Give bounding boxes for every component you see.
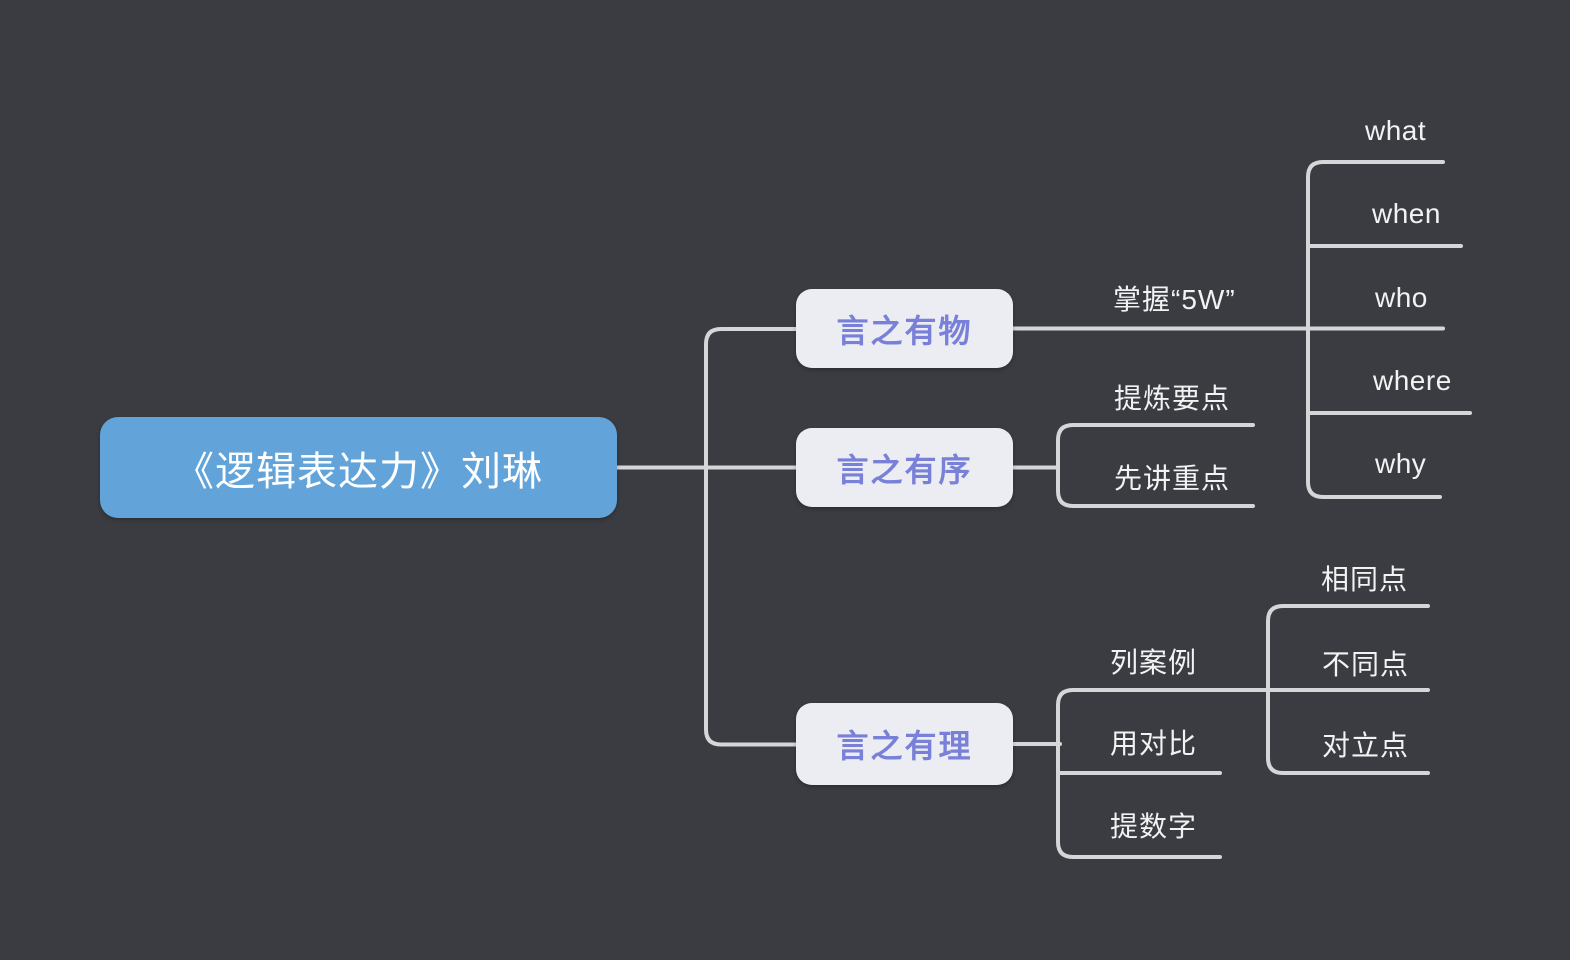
connector-5w-trunk: [1306, 160, 1445, 499]
subtopic-xianjiang-zhongdian[interactable]: 先讲重点: [1114, 463, 1231, 494]
subtopic-lie-anli[interactable]: 列案例: [1110, 647, 1198, 678]
main-topic-label: 言之有物: [836, 312, 973, 349]
subtopic-butongdian[interactable]: 不同点: [1322, 649, 1410, 680]
subtopic-where[interactable]: where: [1373, 365, 1452, 396]
subtopic-when[interactable]: when: [1372, 198, 1441, 229]
main-topic-label: 言之有序: [836, 451, 973, 488]
connector-main-trunk: [704, 327, 799, 747]
connector-liecase-trunk: [1266, 604, 1430, 775]
subtopic-tilian-yaodian[interactable]: 提炼要点: [1114, 383, 1231, 414]
connector-topic1-fork: [1056, 423, 1255, 508]
subtopic-who[interactable]: who: [1375, 282, 1428, 313]
main-topic-yan-zhi-you-xu[interactable]: 言之有序: [796, 428, 1013, 507]
subtopic-xiangtongdian[interactable]: 相同点: [1321, 564, 1409, 595]
main-topic-label: 言之有理: [836, 728, 973, 764]
root-topic-label: 《逻辑表达力》刘琳: [174, 449, 543, 494]
root-topic[interactable]: 《逻辑表达力》刘琳: [100, 417, 617, 518]
subtopic-yong-duibi[interactable]: 用对比: [1110, 728, 1198, 759]
subtopic-ti-shuzi[interactable]: 提数字: [1110, 811, 1198, 842]
subtopic-what[interactable]: what: [1365, 115, 1427, 146]
subtopic-duilidian[interactable]: 对立点: [1322, 730, 1410, 761]
subtopic-zhangwo-5w[interactable]: 掌握“5W”: [1113, 284, 1236, 315]
subtopic-why[interactable]: why: [1375, 448, 1427, 479]
main-topic-yan-zhi-you-wu[interactable]: 言之有物: [796, 289, 1013, 368]
main-topic-yan-zhi-you-li[interactable]: 言之有理: [796, 703, 1013, 785]
